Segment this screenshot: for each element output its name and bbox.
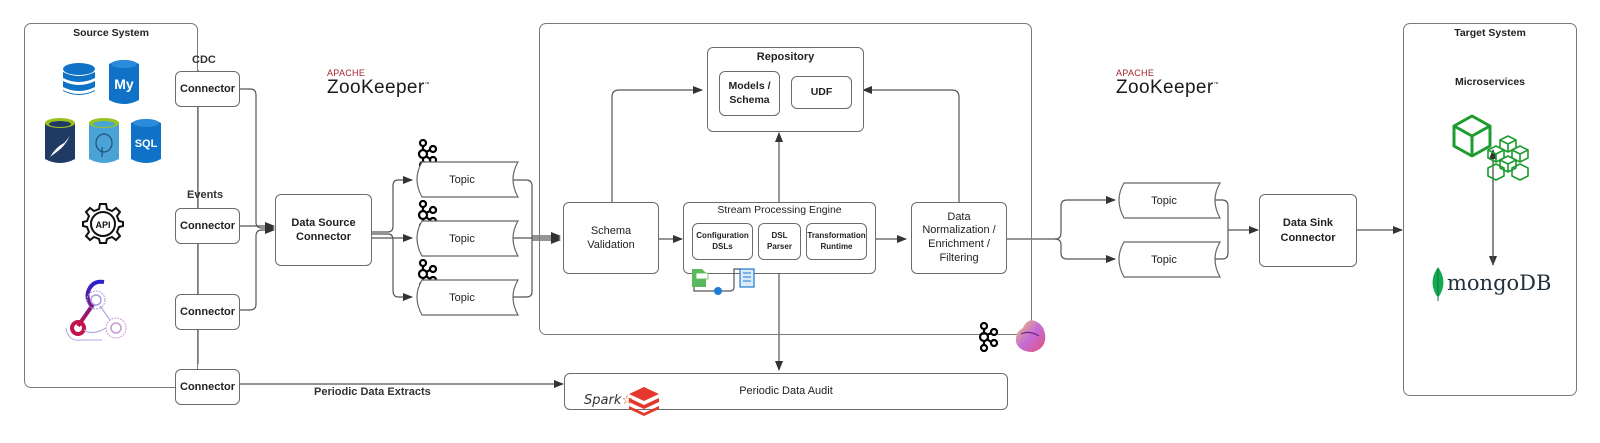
database-icon	[63, 63, 95, 95]
zookeeper-logo-right: APACHE ZooKeeper™	[1116, 68, 1219, 97]
schema-validation-box[interactable]: Schema Validation	[563, 202, 659, 274]
webhook-connector[interactable]: Connector	[175, 294, 240, 330]
spark-logo: Spark☆	[584, 393, 633, 408]
models-schema-line1: Models /	[728, 79, 771, 92]
cdc-to-dsc-line	[240, 88, 275, 232]
source-topic-2[interactable]: Topic	[412, 220, 530, 257]
transformation-runtime-line1: Transformation	[807, 231, 866, 241]
zookeeper-apache-text: APACHE	[1116, 68, 1155, 78]
topic-label: Topic	[449, 173, 475, 186]
data-sink-connector[interactable]: Data Sink Connector	[1259, 194, 1357, 267]
source-system-title: Source System	[73, 27, 149, 39]
zookeeper-tm: ™	[424, 81, 431, 88]
transformation-runtime-box[interactable]: Transformation Runtime	[806, 223, 867, 260]
config-dsls-line2: DSLs	[712, 241, 733, 251]
webhook-icon	[65, 279, 127, 341]
models-schema-box[interactable]: Models / Schema	[719, 71, 780, 116]
cdc-connector[interactable]: Connector	[175, 71, 240, 107]
kafka-icon	[978, 322, 998, 352]
svg-text:My: My	[114, 76, 134, 92]
data-sink-connector-line2: Connector	[1280, 231, 1336, 244]
schema-validation-line1: Schema	[590, 224, 632, 237]
normalization-line4: Filtering	[939, 251, 979, 264]
models-schema-line2: Schema	[729, 93, 770, 106]
data-sink-connector-line1: Data Sink	[1282, 217, 1334, 230]
zookeeper-name-text: ZooKeeper	[327, 77, 425, 98]
dsl-parser-box[interactable]: DSL Parser	[758, 223, 801, 260]
normalization-to-sink-topic2-line	[1054, 238, 1116, 263]
zookeeper-name-text: ZooKeeper	[1116, 77, 1214, 98]
topics-merge-line	[505, 179, 533, 298]
schema-validation-line2: Validation	[587, 239, 635, 251]
configuration-dsls-box[interactable]: Configuration DSLs	[692, 223, 753, 260]
topic-shape	[1118, 182, 1222, 219]
periodic-audit-label: Periodic Data Audit	[739, 385, 833, 397]
processing-container	[539, 23, 1032, 335]
events-label: Events	[187, 189, 224, 201]
source-topic-1[interactable]: Topic	[412, 161, 530, 198]
normalization-line3: Enrichment /	[928, 238, 990, 250]
microservices-label: Microservices	[1454, 76, 1526, 88]
topic-label: Topic	[449, 291, 475, 304]
normalization-line2: Normalization /	[922, 224, 996, 237]
cdc-label: CDC	[192, 54, 216, 66]
svg-text:API: API	[95, 220, 110, 230]
dsc-to-topic3-line	[372, 233, 413, 301]
sink-topic-2[interactable]: Topic	[1114, 241, 1232, 278]
zookeeper-tm: ™	[1213, 81, 1220, 88]
schema-to-repository-line	[611, 86, 703, 202]
svg-text:SQL: SQL	[135, 138, 158, 150]
connector3-to-dsc-line	[240, 226, 275, 311]
api-gear-icon: API	[82, 203, 124, 244]
normalization-to-repository-line	[862, 86, 960, 202]
topic-label: Topic	[1151, 253, 1177, 266]
data-source-connector-line1: Data Source	[291, 216, 356, 229]
data-source-connector[interactable]: Data Source Connector	[275, 194, 372, 266]
target-system-title: Target System	[1454, 27, 1526, 39]
extract-connector[interactable]: Connector	[175, 369, 240, 405]
databricks-icon	[629, 387, 659, 416]
topic-shape	[416, 279, 520, 316]
source-system-container	[24, 23, 198, 388]
data-source-connector-line2: Connector	[296, 231, 351, 243]
sql-server-icon: SQL	[131, 119, 161, 163]
data-normalization-box[interactable]: Data Normalization / Enrichment / Filter…	[911, 202, 1007, 274]
transformation-runtime-line2: Runtime	[820, 241, 853, 251]
dsl-parser-line1: DSL	[771, 231, 788, 241]
mongodb-logo-text: mongoDB	[1447, 271, 1552, 295]
sink-topic-1[interactable]: Topic	[1114, 182, 1232, 219]
topic-label: Topic	[1151, 194, 1177, 207]
target-system-container	[1403, 23, 1577, 396]
spark-text: Spark	[584, 393, 622, 408]
config-dsls-line1: Configuration	[696, 231, 749, 241]
dsl-parser-line2: Parser	[767, 241, 792, 251]
topic-shape	[1118, 241, 1222, 278]
mongodb-leaf-icon	[1432, 267, 1444, 301]
periodic-extracts-label: Periodic Data Extracts	[314, 386, 431, 398]
zookeeper-apache-text: APACHE	[327, 68, 366, 78]
dsc-to-topic1-line	[372, 176, 413, 233]
events-connector[interactable]: Connector	[175, 208, 240, 244]
normalization-line1: Data	[947, 210, 971, 223]
topic-shape	[416, 161, 520, 198]
stream-engine-title: Stream Processing Engine	[717, 204, 842, 216]
zookeeper-logo-left: APACHE ZooKeeper™	[327, 68, 430, 97]
mysql-icon: My	[109, 60, 139, 104]
normalization-to-sink-topic1-line	[1007, 196, 1116, 240]
postgresql-icon	[89, 118, 119, 163]
mariadb-icon	[45, 118, 75, 163]
source-topic-3[interactable]: Topic	[412, 279, 530, 316]
repository-title: Repository	[756, 51, 815, 63]
dsl-pipeline-icon	[692, 268, 755, 295]
flink-squirrel-icon	[1015, 320, 1046, 352]
topic-label: Topic	[449, 232, 475, 245]
udf-box[interactable]: UDF	[791, 76, 852, 109]
microservices-icon	[1452, 114, 1529, 181]
topic-shape	[416, 220, 520, 257]
